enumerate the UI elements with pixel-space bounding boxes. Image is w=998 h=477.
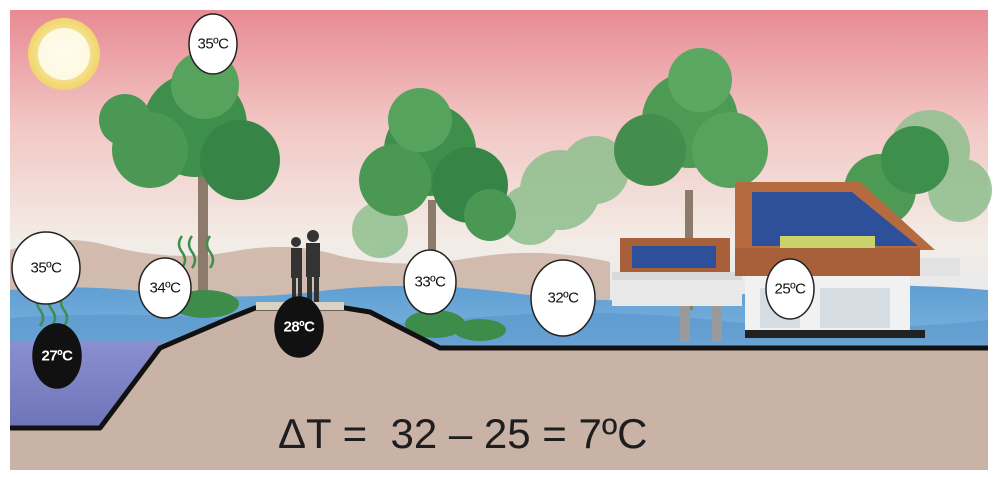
sun-icon	[28, 18, 100, 90]
house-icon	[612, 182, 960, 342]
svg-text:34ºC: 34ºC	[150, 280, 182, 297]
background-trees	[352, 110, 992, 258]
temp-label-open-ground: 32ºC	[530, 259, 596, 337]
temp-label-sky-tree-top: 35ºC	[188, 13, 238, 75]
temp-label-water: 27ºC	[32, 323, 82, 389]
temp-label-path-ground: 28ºC	[274, 296, 324, 358]
tree-right	[614, 48, 949, 310]
bushes	[171, 290, 506, 341]
temp-label-house: 25ºC	[765, 258, 815, 320]
svg-text:35ºC: 35ºC	[31, 260, 63, 277]
ground-outline	[10, 305, 988, 431]
temp-label-middle-tree: 33ºC	[403, 249, 457, 315]
svg-text:32ºC: 32ºC	[548, 290, 580, 307]
svg-text:27ºC: 27ºC	[42, 348, 74, 365]
people-silhouette-icon	[291, 230, 320, 302]
svg-text:28ºC: 28ºC	[284, 319, 316, 336]
delta-t-formula: ΔT = 32 – 25 = 7ºC	[278, 410, 648, 457]
temp-label-embankment-tree: 34ºC	[138, 257, 192, 319]
svg-text:33ºC: 33ºC	[415, 274, 447, 291]
svg-text:25ºC: 25ºC	[775, 281, 807, 298]
svg-text:35ºC: 35ºC	[198, 36, 230, 53]
tree-left	[99, 51, 280, 310]
temp-label-left-air: 35ºC	[11, 231, 81, 305]
